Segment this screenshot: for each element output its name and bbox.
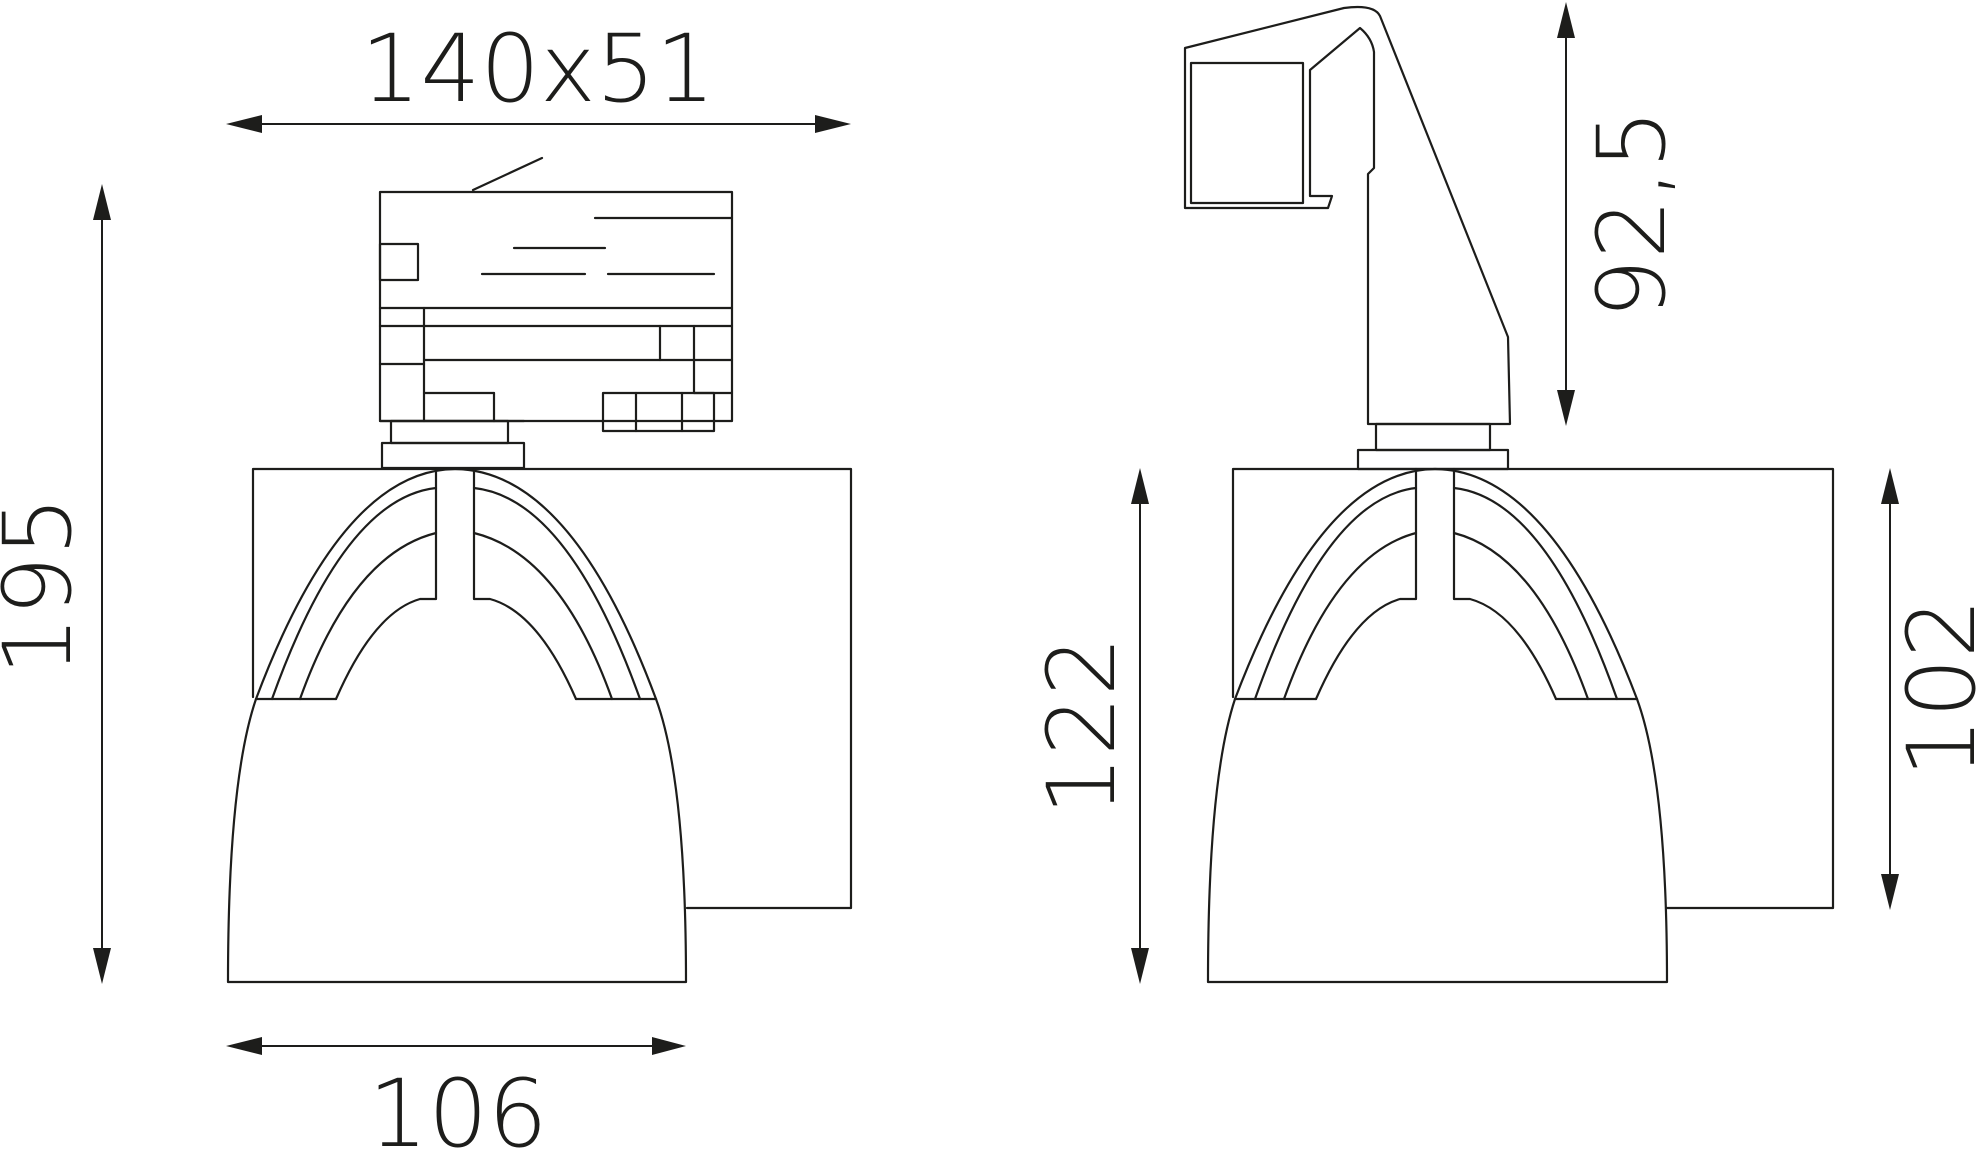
side-lamp-head [1206,467,1669,984]
side-bracket-plate [1231,467,1835,910]
side-neck [1356,422,1510,471]
side-track-adapter [1183,5,1512,426]
dimension-bracket-height-label: 102 [1888,598,1983,777]
side-view [1183,5,1835,984]
dimension-bracket-height: 102 [1881,468,1983,910]
dimension-width-depth: 140x51 [226,15,851,133]
dimension-lamp-width-label: 106 [368,1060,547,1158]
dimension-lamp-height-label: 122 [1028,636,1137,815]
front-track-adapter [378,156,734,433]
front-neck [380,419,526,470]
dimension-adapter-height-label: 92,5 [1578,109,1687,318]
dimension-total-height: 195 [0,184,111,984]
front-view [226,156,853,984]
dimension-lamp-height: 122 [1028,468,1149,984]
dimension-total-height-label: 195 [0,496,93,675]
dimension-lamp-width: 106 [226,1037,686,1158]
front-bracket-plate [251,467,853,910]
front-lamp-head [226,467,688,984]
dimension-width-depth-label: 140x51 [361,15,716,124]
dimension-adapter-height: 92,5 [1557,2,1687,426]
